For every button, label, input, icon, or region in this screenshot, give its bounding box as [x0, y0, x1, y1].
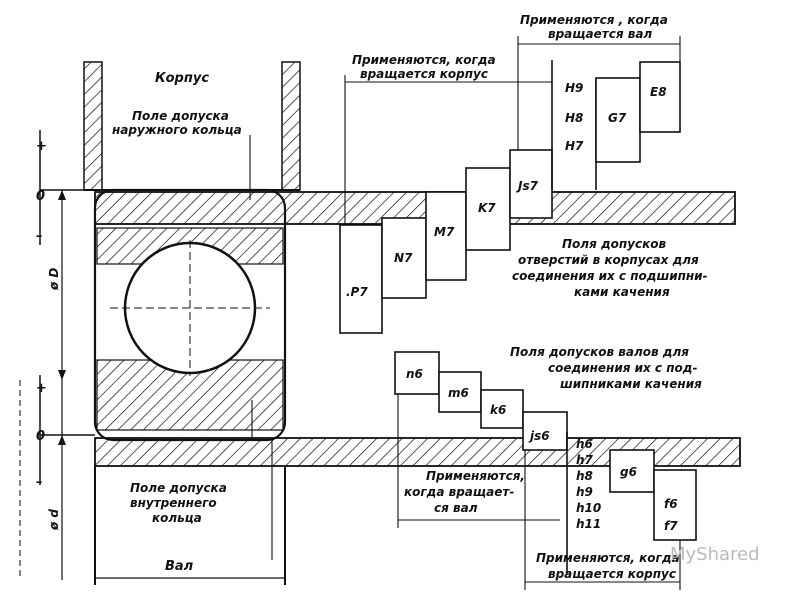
shaft — [94, 466, 286, 585]
outer-ring-tolerance-label-1: Поле допуска — [132, 109, 229, 123]
housing-label: Корпус — [155, 71, 209, 86]
fit-M7: M7 — [434, 225, 455, 239]
plus-sign-bottom: + — [36, 381, 47, 396]
shaft-fit-boxes — [394, 351, 697, 575]
fit-n6: n6 — [406, 367, 423, 381]
fit-P7: .P7 — [346, 285, 368, 299]
fit-h7: h7 — [576, 453, 594, 467]
left-axes — [19, 130, 95, 580]
diameter-d-label: ø d — [47, 509, 61, 531]
zero-top: 0 — [36, 189, 45, 204]
shaft-rotates-top-note-1: Применяются , когда — [520, 13, 668, 27]
fit-f6: f6 — [664, 497, 678, 511]
hole-fit-boxes — [339, 60, 681, 334]
shaft-label: Вал — [165, 559, 194, 574]
fit-js6: js6 — [528, 429, 550, 443]
shaft-rotates-top-note-2: вращается вал — [548, 27, 652, 41]
fit-h11: h11 — [576, 517, 601, 531]
fit-m6: m6 — [448, 386, 469, 400]
fit-N7: N7 — [394, 251, 413, 265]
shaft-rotates-mid-note-2: когда вращает- — [404, 485, 514, 499]
shafts-note-1: Поля допусков валов для — [510, 345, 689, 359]
fit-h8: h8 — [576, 469, 593, 483]
fit-k6: k6 — [490, 403, 506, 417]
shafts-note-3: шипниками качения — [560, 377, 702, 391]
holes-note-1: Поля допусков — [562, 237, 667, 251]
housing-rotates-note-1: Применяются, когда — [352, 53, 496, 67]
fit-g6: g6 — [620, 465, 637, 479]
inner-ring-tolerance-label-1: Поле допуска — [130, 481, 227, 495]
watermark-text: MyShared — [670, 544, 760, 565]
housing-rotates-note-2: вращается корпус — [360, 67, 488, 81]
zero-bottom: 0 — [36, 429, 45, 444]
fit-h10: h10 — [576, 501, 601, 515]
bearing — [93, 188, 287, 442]
inner-ring-tolerance-label-2: внутреннего — [130, 496, 217, 510]
fit-H7: H7 — [565, 139, 584, 153]
fit-G7: G7 — [608, 111, 627, 125]
inner-ring-tolerance-label-3: кольца — [152, 511, 202, 525]
minus-sign-top: – — [36, 229, 43, 244]
diameter-D-label: ø D — [47, 268, 61, 291]
housing-rotates-bottom-note-1: Применяются, когда — [536, 551, 680, 565]
fit-Js7: Js7 — [516, 179, 539, 193]
housing-rotates-bottom-note-2: вращается корпус — [548, 567, 676, 581]
leader-lines — [249, 36, 681, 590]
shaft-rotates-mid-note-1: Применяются, — [426, 469, 525, 483]
minus-sign-bottom: – — [36, 475, 43, 490]
holes-note-3: соединения их с подшипни- — [512, 269, 708, 283]
fit-h6: h6 — [576, 437, 593, 451]
shafts-note-2: соединения их с под- — [548, 361, 697, 375]
shaft-rotates-mid-note-3: ся вал — [434, 501, 478, 515]
holes-note-4: ками качения — [574, 285, 670, 299]
plus-sign-top: + — [36, 139, 47, 154]
fit-E8: E8 — [650, 85, 667, 99]
fit-f7: f7 — [664, 519, 678, 533]
holes-note-2: отверстий в корпусах для — [518, 253, 699, 267]
fit-K7: K7 — [478, 201, 496, 215]
outer-ring-tolerance-label-2: наружного кольца — [112, 123, 242, 137]
fit-H9: H9 — [565, 81, 583, 95]
fit-h9: h9 — [576, 485, 593, 499]
fit-H8: H8 — [565, 111, 583, 125]
